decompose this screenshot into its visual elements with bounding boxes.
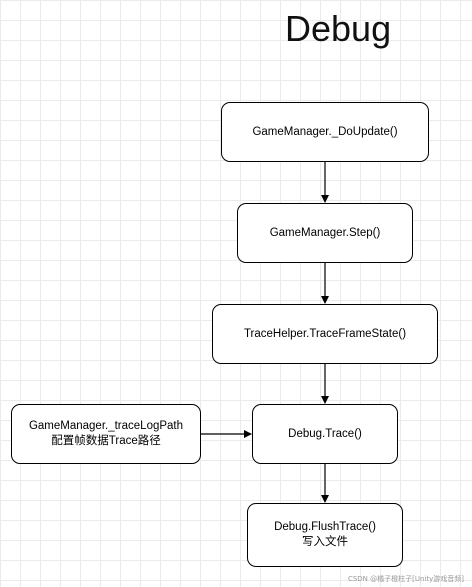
node-do-update[interactable]: GameManager._DoUpdate() [221,102,429,162]
node-trace-frame-state-label: TraceHelper.TraceFrameState() [243,327,407,340]
node-step[interactable]: GameManager.Step() [237,203,413,263]
node-trace-log-path-line2: 配置帧数据Trace路径 [51,435,161,447]
node-debug-trace[interactable]: Debug.Trace() [252,404,398,464]
node-flush-trace-line1: Debug.FlushTrace() [274,521,376,533]
node-trace-frame-state[interactable]: TraceHelper.TraceFrameState() [212,304,438,364]
diagram-title: Debug [285,8,392,49]
node-step-label: GameManager.Step() [269,226,381,239]
node-debug-trace-label: Debug.Trace() [288,427,362,440]
node-trace-log-path[interactable]: GameManager._traceLogPath 配置帧数据Trace路径 [11,404,201,464]
watermark: CSDN @橘子橙柱子[Unity游戏音频] [347,575,464,583]
node-flush-trace-line2: 写入文件 [302,536,348,548]
node-do-update-label: GameManager._DoUpdate() [252,125,398,138]
node-flush-trace[interactable]: Debug.FlushTrace() 写入文件 [247,503,403,567]
node-trace-log-path-line1: GameManager._traceLogPath [28,420,184,432]
